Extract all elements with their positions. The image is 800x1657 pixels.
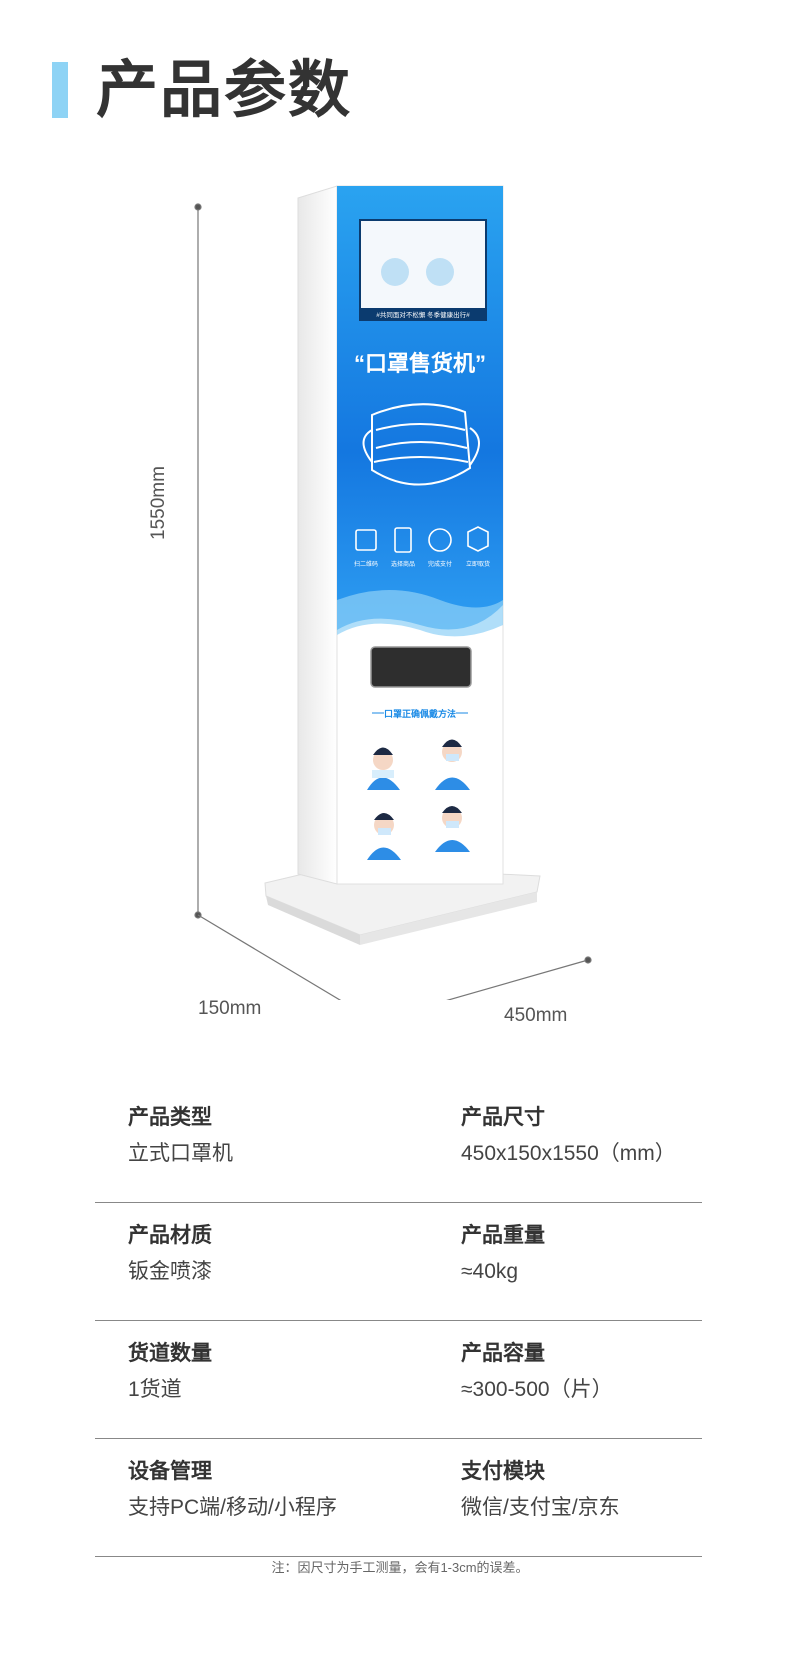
page-title: 产品参数	[96, 56, 353, 125]
spec-value-payment: 微信/支付宝/京东	[461, 1496, 620, 1519]
dispense-slot	[370, 646, 472, 688]
machine-side	[297, 185, 338, 885]
step-4-label: 立即取货	[466, 560, 490, 568]
title-accent-bar	[52, 62, 68, 118]
spec-label-capacity: 产品容量	[461, 1342, 545, 1365]
spec-value-type: 立式口罩机	[128, 1142, 233, 1165]
machine-headline: “口罩售货机”	[354, 351, 486, 376]
guide-title: 口罩正确佩戴方法	[384, 708, 456, 719]
spec-label-management: 设备管理	[128, 1460, 212, 1483]
dimension-lines	[194, 203, 592, 1000]
spec-value-capacity: ≈300-500（片）	[461, 1378, 613, 1401]
product-image: #共同面对不松懈 冬季健康出行# “口罩售货机” 扫二维码 选择商品 完成支付 …	[194, 185, 592, 1000]
depth-dimension-label: 150mm	[198, 998, 262, 1019]
step-1-label: 扫二维码	[354, 560, 378, 568]
display-screen	[359, 219, 487, 321]
spec-label-payment: 支付模块	[461, 1460, 545, 1483]
spec-value-weight: ≈40kg	[461, 1260, 519, 1283]
spec-row: 货道数量 1货道 产品容量 ≈300-500（片）	[95, 1321, 702, 1439]
step-icons	[355, 526, 489, 553]
guide-figures	[367, 739, 470, 860]
spec-label-size: 产品尺寸	[461, 1106, 545, 1129]
step-2-label: 选择商品	[391, 560, 415, 568]
screen-tagline: #共同面对不松懈 冬季健康出行#	[376, 310, 470, 319]
spec-label-material: 产品材质	[128, 1224, 212, 1247]
spec-value-lanes: 1货道	[128, 1378, 182, 1401]
width-dimension-label: 450mm	[504, 1005, 568, 1026]
height-dimension-label: 1550mm	[148, 466, 169, 540]
spec-label-weight: 产品重量	[461, 1224, 545, 1247]
step-3-label: 完成支付	[428, 560, 452, 568]
spec-label-type: 产品类型	[128, 1106, 212, 1129]
spec-value-material: 钣金喷漆	[128, 1260, 212, 1283]
spec-table: 产品类型 立式口罩机 产品尺寸 450x150x1550（mm） 产品材质 钣金…	[95, 1085, 702, 1557]
measurement-note: 注：因尺寸为手工测量，会有1-3cm的误差。	[271, 1560, 529, 1575]
spec-label-lanes: 货道数量	[128, 1342, 212, 1365]
spec-row: 产品类型 立式口罩机 产品尺寸 450x150x1550（mm）	[95, 1085, 702, 1203]
spec-value-management: 支持PC端/移动/小程序	[128, 1496, 337, 1519]
spec-row: 产品材质 钣金喷漆 产品重量 ≈40kg	[95, 1203, 702, 1321]
spec-value-size: 450x150x1550（mm）	[461, 1142, 676, 1165]
spec-row: 设备管理 支持PC端/移动/小程序 支付模块 微信/支付宝/京东	[95, 1439, 702, 1557]
mask-icon	[362, 403, 480, 486]
